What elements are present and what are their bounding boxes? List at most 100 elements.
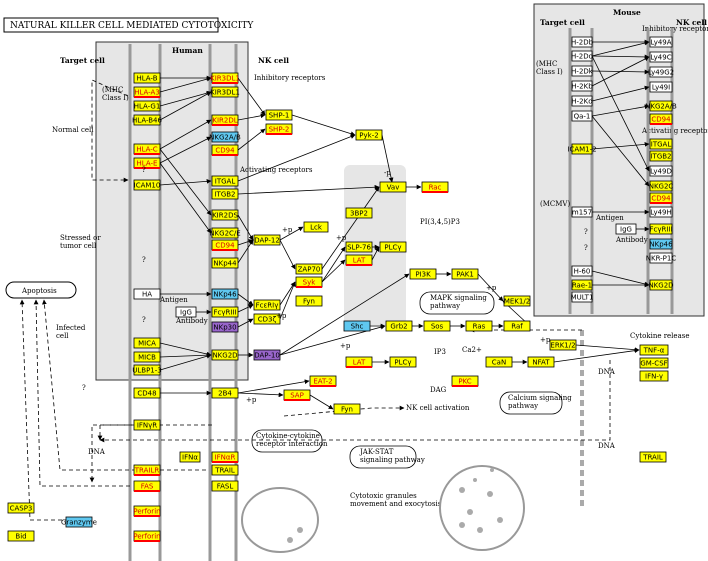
gene-node-sos[interactable]: Sos — [423, 320, 451, 332]
gene-node-m-cd94a[interactable]: CD94 — [649, 113, 673, 125]
gene-node-trailr[interactable]: TRAILR — [133, 464, 161, 476]
gene-node-kir2dl[interactable]: KIR2DL — [211, 114, 239, 126]
gene-node-m-cd94b[interactable]: CD94 — [649, 192, 673, 204]
gene-node-m-h2d3[interactable]: H-2Dk — [571, 65, 594, 77]
gene-node-shp1[interactable]: SHP-1 — [265, 109, 293, 121]
gene-node-m-h2d2[interactable]: H-2Dd — [571, 50, 593, 62]
gene-node-pi3k[interactable]: PI3K — [409, 268, 437, 280]
gene-node-nfat[interactable]: NFAT — [527, 356, 555, 368]
gene-node-perforin[interactable]: Perforin — [133, 505, 161, 517]
gene-node-m-itgal[interactable]: ITGAL — [649, 138, 673, 150]
gene-node-ifna[interactable]: IFNα — [179, 451, 201, 463]
gene-node-3bp2[interactable]: 3BP2 — [345, 207, 373, 219]
gene-node-hla-c[interactable]: HLA-C — [133, 143, 161, 155]
gene-node-micb[interactable]: MICB — [133, 351, 161, 363]
gene-node-erk12[interactable]: ERK1/2 — [549, 339, 577, 351]
gene-node-ifng[interactable]: IFN-γ — [639, 370, 669, 382]
gene-node-m-ly49i[interactable]: Ly49I — [649, 81, 673, 93]
gene-node-fyn[interactable]: Fyn — [295, 295, 323, 307]
mapk-pathway-box[interactable] — [419, 291, 495, 315]
gene-node-m-mult1[interactable]: MULT1 — [571, 291, 594, 303]
gene-node-tnfa[interactable]: TNF-α — [639, 344, 669, 356]
gene-node-shc[interactable]: Shc — [343, 320, 371, 332]
gene-node-eat2[interactable]: EAT-2 — [309, 375, 337, 387]
gene-node-m-nkg2ab[interactable]: NKG2A/B — [645, 100, 677, 112]
gene-node-trail[interactable]: TRAIL — [211, 464, 239, 476]
gene-node-fcer1g[interactable]: FcεRIγ — [253, 299, 281, 311]
gene-node-m-h2k[interactable]: H-2Kb — [571, 80, 593, 92]
gene-node-fasl[interactable]: FASL — [211, 480, 239, 492]
gene-node-hla-g1[interactable]: HLA-G1 — [133, 100, 161, 112]
gene-node-igg[interactable]: IgG — [175, 306, 197, 318]
gene-node-m-m157[interactable]: m157 — [571, 206, 593, 218]
gene-node-lat2[interactable]: LAT — [345, 356, 373, 368]
gene-node-m-icam1[interactable]: ICAM1-2 — [567, 143, 597, 155]
gene-node-m-ly49a[interactable]: Ly49A — [649, 36, 673, 48]
gene-node-plcg2[interactable]: PLCγ — [389, 356, 417, 368]
gene-node-pyk2[interactable]: Pyk-2 — [355, 129, 383, 141]
gene-node-bid[interactable]: Bid — [7, 530, 35, 542]
gene-node-m-nkg2d[interactable]: NKG2D — [648, 279, 674, 291]
apoptosis-node[interactable] — [5, 281, 77, 299]
gene-node-m-nkp46[interactable]: NKp46 — [649, 238, 673, 250]
gene-node-granzyme[interactable]: Granzyme — [61, 516, 97, 528]
gene-node-vav[interactable]: Vav — [379, 181, 407, 193]
gene-node-m-fcgr3[interactable]: FcγRIII — [649, 223, 673, 235]
gene-node-slp76[interactable]: SLP-76 — [345, 241, 373, 253]
calcium-pathway-box[interactable] — [499, 391, 563, 415]
gene-node-mica[interactable]: MICA — [133, 337, 161, 349]
gene-node-can[interactable]: CaN — [485, 356, 513, 368]
gene-node-pkc[interactable]: PKC — [451, 375, 479, 387]
gene-node-grb2[interactable]: Grb2 — [385, 320, 413, 332]
gene-node-nkp30[interactable]: NKp30 — [211, 321, 239, 333]
gene-node-nkg2d[interactable]: NKG2D — [211, 349, 239, 361]
gene-node-lat[interactable]: LAT — [345, 254, 373, 266]
gene-node-m-ly49g2[interactable]: Ly49G2 — [648, 66, 674, 78]
gene-node-m-igg[interactable]: IgG — [615, 223, 637, 235]
gene-node-m-h60[interactable]: H-60 — [571, 265, 593, 277]
gene-node-mek12[interactable]: MEK1/2 — [503, 295, 531, 307]
gene-node-kir3dl1[interactable]: KIR3DL1 — [210, 72, 240, 84]
gene-node-trail2[interactable]: TRAIL — [639, 451, 667, 463]
gene-node-kir2ds[interactable]: KIR2DS — [211, 209, 238, 221]
jakstat-pathway-box[interactable] — [349, 445, 417, 469]
gene-node-icam10[interactable]: ICAM10 — [133, 179, 161, 191]
gene-node-casp3[interactable]: CASP3 — [7, 502, 35, 514]
gene-node-m-nkrp1c[interactable]: NKR-P1C — [646, 252, 677, 264]
gene-node-perforin2[interactable]: Perforin — [133, 530, 161, 542]
gene-node-cd48[interactable]: CD48 — [133, 387, 161, 399]
gene-node-fcgr3[interactable]: FcγRIII — [211, 306, 239, 318]
gene-node-hla-b[interactable]: HLA-B — [133, 72, 161, 84]
gene-node-pak1[interactable]: PAK1 — [451, 268, 479, 280]
cytokine-pathway-box[interactable] — [251, 429, 323, 453]
gene-node-lck[interactable]: Lck — [303, 221, 329, 233]
gene-node-ifngr[interactable]: IFNγR — [133, 419, 161, 431]
gene-node-hla-a3[interactable]: HLA-A3 — [133, 86, 161, 98]
gene-node-kir3dl1b[interactable]: KIR3DL1 — [210, 86, 240, 98]
gene-node-raf[interactable]: Raf — [503, 320, 531, 332]
gene-node-rac[interactable]: Rac — [421, 181, 449, 193]
gene-node-fyn2[interactable]: Fyn — [333, 403, 361, 415]
gene-node-cd244[interactable]: 2B4 — [211, 387, 239, 399]
gene-node-ha[interactable]: HA — [133, 288, 161, 300]
gene-node-cd3z[interactable]: CD3ζ — [253, 313, 281, 325]
gene-node-hla-e[interactable]: HLA-E — [133, 157, 161, 169]
gene-node-itgb2[interactable]: ITGB2 — [211, 188, 239, 200]
gene-node-cd94a[interactable]: CD94 — [211, 144, 239, 156]
gene-node-fas[interactable]: FAS — [133, 480, 161, 492]
gene-node-zap70[interactable]: ZAP70 — [295, 263, 323, 275]
gene-node-m-qa1[interactable]: Qa-1 — [571, 110, 593, 122]
gene-node-ras[interactable]: Ras — [465, 320, 493, 332]
gene-node-plcg[interactable]: PLCγ — [379, 241, 407, 253]
gene-node-nkp46[interactable]: NKp46 — [211, 288, 239, 300]
gene-node-syk[interactable]: Syk — [295, 276, 323, 288]
gene-node-m-ly49d[interactable]: Ly49D — [649, 165, 673, 177]
gene-node-gmcsf[interactable]: GM-CSF — [639, 357, 669, 369]
gene-node-dap10[interactable]: DAP-10 — [253, 349, 281, 361]
gene-node-nkp44[interactable]: NKp44 — [211, 257, 239, 269]
gene-node-ifnar[interactable]: IFNαR — [211, 451, 239, 463]
gene-node-nkg2ab[interactable]: NKG2A/B — [209, 131, 241, 143]
gene-node-m-ly49c[interactable]: Ly49C — [649, 51, 673, 63]
gene-node-sap[interactable]: SAP — [283, 389, 311, 401]
gene-node-m-h2kd[interactable]: H-2Kd — [571, 95, 593, 107]
